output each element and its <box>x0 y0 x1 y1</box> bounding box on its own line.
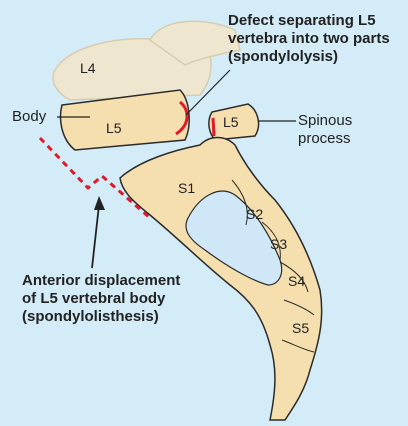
sacrum <box>119 136 323 421</box>
l4-process <box>149 20 241 66</box>
segment-label-s4: S4 <box>288 273 306 289</box>
segment-label-l5-posterior: L5 <box>223 114 239 130</box>
anterior-line-2: of L5 vertebral body <box>22 290 166 307</box>
defect-leader <box>185 69 231 116</box>
sacral-foramen <box>185 190 283 286</box>
segment-label-l4: L4 <box>80 60 96 76</box>
spinous-process-annotation: Spinous process <box>298 112 352 148</box>
anterior-arrow-shaft <box>91 204 100 269</box>
segment-label-s2: S2 <box>246 206 264 222</box>
defect-annotation: Defect separating L5 vertebra into two p… <box>228 12 390 66</box>
body-label: Body <box>12 108 47 125</box>
anterior-arrow-head <box>94 196 105 210</box>
spinous-line-1: Spinous <box>298 112 353 129</box>
defect-mark-anterior <box>175 100 189 136</box>
segment-label-l5-body: L5 <box>106 120 122 136</box>
displacement-dashed-line <box>38 136 151 220</box>
anterior-line-1: Anterior displacement <box>22 272 181 289</box>
defect-line-2: vertebra into two parts <box>228 30 390 47</box>
segment-label-s5: S5 <box>292 320 310 336</box>
anterior-displacement-annotation: Anterior displacement of L5 vertebral bo… <box>22 272 180 326</box>
l5-spinous-process <box>208 103 260 141</box>
defect-line-3: (spondylolysis) <box>228 48 339 65</box>
l5-body <box>59 89 190 151</box>
defect-mark-posterior <box>211 117 216 137</box>
anterior-line-3: (spondylolisthesis) <box>22 308 159 325</box>
spinous-line-2: process <box>298 130 351 147</box>
segment-label-s1: S1 <box>178 180 196 196</box>
defect-line-1: Defect separating L5 <box>228 12 376 29</box>
segment-label-s3: S3 <box>270 236 288 252</box>
